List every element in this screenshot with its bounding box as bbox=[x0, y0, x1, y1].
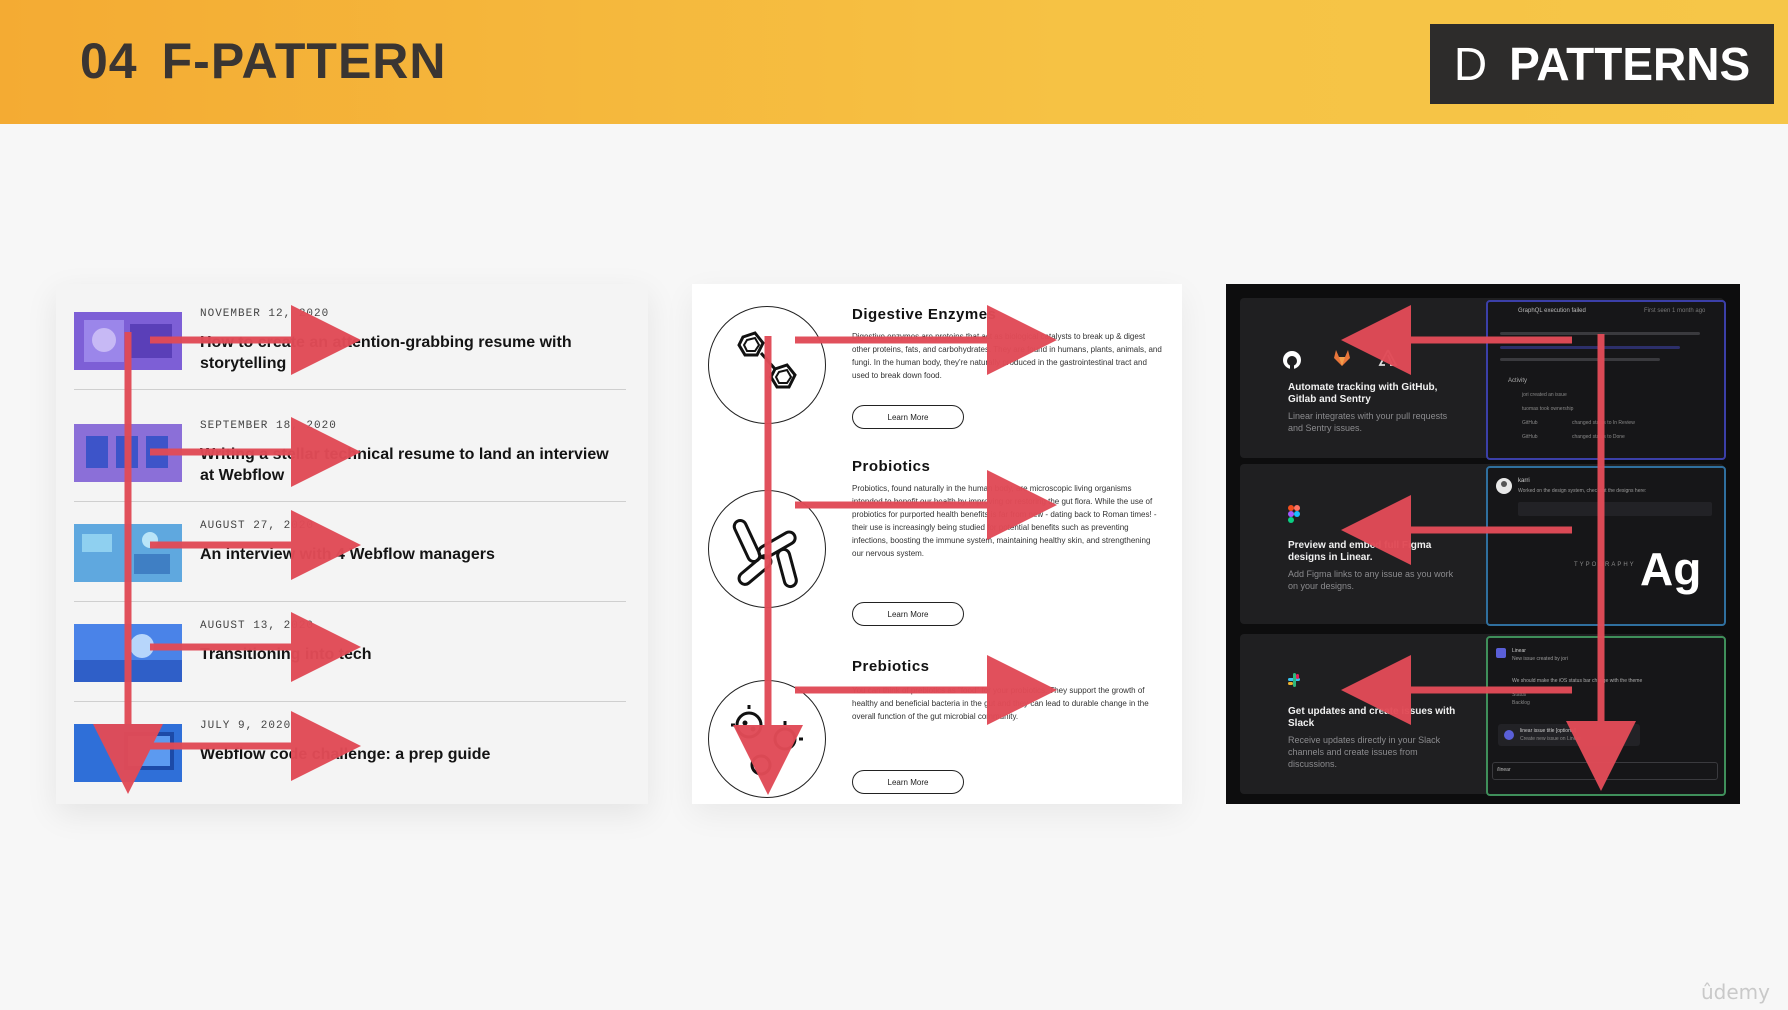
preview-activity-item: GitHub bbox=[1522, 420, 1538, 426]
post-thumbnail bbox=[74, 724, 182, 782]
card-title: Get updates and create issues with Slack bbox=[1288, 706, 1456, 729]
integrations-panel: Automate tracking with GitHub, Gitlab an… bbox=[1226, 284, 1740, 804]
post-date: SEPTEMBER 18, 2020 bbox=[200, 420, 337, 432]
figma-icon bbox=[1288, 505, 1300, 523]
post-thumbnail bbox=[74, 524, 182, 582]
post-date: AUGUST 27, 2020 bbox=[200, 520, 315, 532]
preview-app-name: Linear bbox=[1512, 648, 1526, 654]
divider bbox=[74, 701, 626, 702]
preview-issue-text: We should make the iOS status bar change… bbox=[1512, 678, 1643, 684]
figma-integration-card: Preview and embed full Figma designs in … bbox=[1240, 464, 1726, 626]
post-title[interactable]: An interview with 4 Webflow managers bbox=[200, 546, 495, 563]
preview-line bbox=[1500, 358, 1660, 361]
post-title[interactable]: Transitioning into tech bbox=[200, 646, 372, 663]
learn-more-button[interactable]: Learn More bbox=[852, 602, 964, 626]
post-date: AUGUST 13, 2020 bbox=[200, 620, 315, 632]
list-item[interactable]: SEPTEMBER 18, 2020 Writing a stellar tec… bbox=[74, 402, 626, 502]
card-title: Preview and embed full Figma designs in … bbox=[1288, 540, 1432, 563]
preview-activity-item: jori created an issue bbox=[1522, 392, 1567, 398]
slack-input-text: /linear bbox=[1497, 767, 1511, 773]
blog-list-panel: NOVEMBER 12, 2020 How to create an atten… bbox=[56, 284, 648, 804]
github-icon bbox=[1283, 351, 1301, 369]
preview-notice: New issue created by jori bbox=[1512, 656, 1568, 662]
preview-typography-label: TYPOGRAPHY bbox=[1574, 562, 1636, 568]
post-date: NOVEMBER 12, 2020 bbox=[200, 308, 330, 320]
figma-preview: karri Worked on the design system, check… bbox=[1486, 466, 1726, 626]
post-thumbnail bbox=[74, 424, 182, 482]
brand-mark: D bbox=[1453, 38, 1488, 90]
list-item[interactable]: AUGUST 27, 2020 An interview with 4 Webf… bbox=[74, 502, 626, 602]
preview-status-value: Backlog bbox=[1512, 700, 1530, 706]
slack-integration-card: Get updates and create issues with Slack… bbox=[1240, 634, 1726, 796]
preview-activity: Activity bbox=[1508, 378, 1528, 384]
preview-activity-item: changed status to In Review bbox=[1572, 420, 1635, 426]
card-title: Automate tracking with GitHub, Gitlab an… bbox=[1288, 382, 1438, 405]
list-item[interactable]: NOVEMBER 12, 2020 How to create an atten… bbox=[74, 290, 626, 390]
learn-more-button[interactable]: Learn More bbox=[852, 770, 964, 794]
card-description: Receive updates directly in your Slack c… bbox=[1288, 735, 1441, 769]
preview-ag-sample: Ag bbox=[1640, 543, 1702, 595]
linear-app-icon bbox=[1496, 648, 1506, 658]
preview-error-title: GraphQL execution failed bbox=[1518, 308, 1586, 314]
slack-preview: Linear New issue created by jori We shou… bbox=[1486, 636, 1726, 796]
card-description: Linear integrates with your pull request… bbox=[1288, 411, 1448, 433]
slide-title-text: F-PATTERN bbox=[161, 33, 447, 89]
preview-command-desc: Create new issue on Linear bbox=[1520, 736, 1581, 742]
slide-title: 04 F-PATTERN bbox=[80, 32, 447, 90]
preview-command-title: linear issue title [optional] bbox=[1520, 728, 1577, 734]
preview-activity-item: GitHub bbox=[1522, 434, 1538, 440]
linear-app-icon bbox=[1504, 730, 1514, 740]
section-body: Digestive enzymes are proteins that act … bbox=[852, 332, 1162, 380]
github-integration-card: Automate tracking with GitHub, Gitlab an… bbox=[1240, 298, 1726, 460]
preview-line bbox=[1500, 332, 1700, 335]
preview-message: Worked on the design system, checkout th… bbox=[1518, 488, 1647, 494]
section-title: Digestive Enzymes bbox=[852, 306, 997, 323]
post-title[interactable]: Writing a stellar technical resume to la… bbox=[200, 446, 609, 484]
slide-number: 04 bbox=[80, 33, 138, 89]
preview-link-box bbox=[1518, 502, 1712, 516]
post-thumbnail bbox=[74, 312, 182, 370]
health-panel: Digestive Enzymes Digestive enzymes are … bbox=[692, 284, 1182, 804]
preview-activity-item: tuomas took ownership bbox=[1522, 406, 1574, 412]
github-activity-preview: GraphQL execution failed First seen 1 mo… bbox=[1486, 300, 1726, 460]
avatar bbox=[1496, 478, 1512, 494]
divider bbox=[74, 601, 626, 602]
gitlab-icon bbox=[1334, 350, 1350, 366]
preview-first-seen: First seen 1 month ago bbox=[1644, 308, 1706, 314]
slack-icon bbox=[1288, 673, 1300, 687]
slack-message-input[interactable]: /linear bbox=[1492, 762, 1718, 780]
udemy-watermark: ûdemy bbox=[1701, 980, 1770, 1004]
post-thumbnail bbox=[74, 624, 182, 682]
brand-logo: D PATTERNS bbox=[1430, 24, 1774, 104]
learn-more-button[interactable]: Learn More bbox=[852, 405, 964, 429]
post-title[interactable]: How to create an attention-grabbing resu… bbox=[200, 334, 572, 372]
post-title[interactable]: Webflow code challenge: a prep guide bbox=[200, 746, 491, 763]
list-item[interactable]: AUGUST 13, 2020 Transitioning into tech bbox=[74, 602, 626, 702]
post-date: JULY 9, 2020 bbox=[200, 720, 292, 732]
section-title: Prebiotics bbox=[852, 658, 930, 675]
preview-status-label: Status bbox=[1512, 692, 1527, 698]
brand-name: PATTERNS bbox=[1509, 38, 1751, 90]
list-item[interactable]: JULY 9, 2020 Webflow code challenge: a p… bbox=[74, 702, 626, 802]
section-title: Probiotics bbox=[852, 458, 931, 475]
enzyme-icon bbox=[708, 306, 826, 424]
preview-activity-item: changed status to Done bbox=[1572, 434, 1625, 440]
divider bbox=[74, 389, 626, 390]
section-body: You can think of prebiotics as "food" fo… bbox=[852, 686, 1149, 721]
prebiotic-icon bbox=[708, 680, 826, 798]
preview-line bbox=[1500, 346, 1680, 349]
sentry-icon bbox=[1378, 349, 1398, 366]
section-body: Probiotics, found naturally in the human… bbox=[852, 484, 1157, 558]
preview-author: karri bbox=[1518, 478, 1530, 484]
preview-command-suggestion: linear issue title [optional] Create new… bbox=[1498, 724, 1640, 746]
card-description: Add Figma links to any issue as you work… bbox=[1288, 569, 1454, 591]
divider bbox=[74, 501, 626, 502]
probiotic-icon bbox=[708, 490, 826, 608]
